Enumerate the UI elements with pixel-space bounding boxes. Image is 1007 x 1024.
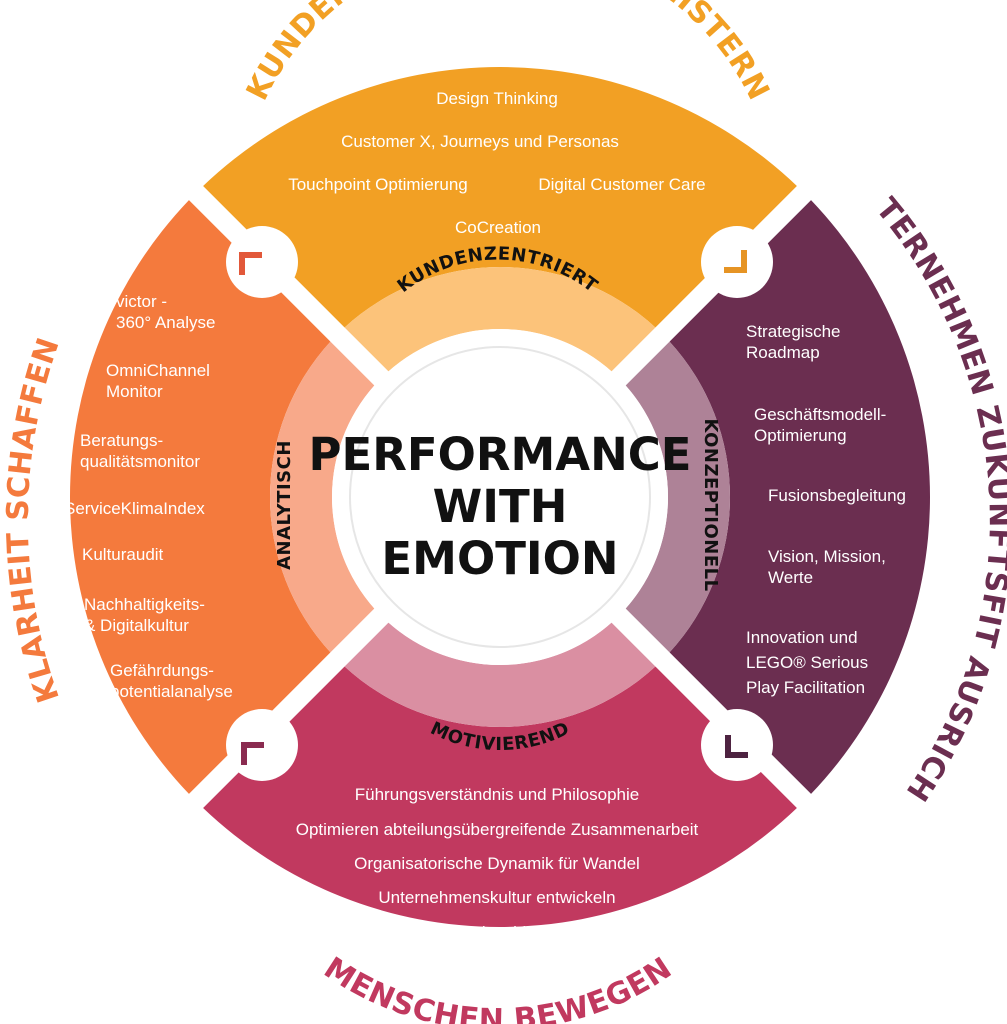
- arrow-corner-top-right-icon: [701, 226, 773, 298]
- bottom-item-4: Unternehmenskultur entwickeln: [378, 888, 615, 907]
- center-title-line-3: EMOTION: [381, 532, 618, 585]
- left-item-7: Gefährdungs-potentialanalyse: [110, 661, 233, 701]
- title-bottom: MENSCHEN BEWEGEN: [318, 951, 679, 1024]
- left-item-3: Beratungs-qualitätsmonitor: [80, 431, 200, 471]
- segment-bottom-inner: [344, 622, 656, 727]
- top-item-5: CoCreation: [455, 218, 541, 237]
- segment-bottom: [203, 622, 797, 927]
- inner-label-right: KONZEPTIONELL: [700, 418, 721, 591]
- left-item-4: ServiceKlimaIndex: [64, 499, 205, 518]
- segment-left-inner: [269, 341, 375, 653]
- arrow-corner-bottom-right-icon: [701, 709, 773, 781]
- bottom-item-1: Führungsverständnis und Philosophie: [355, 785, 639, 804]
- arrow-corner-top-left-icon: [226, 226, 298, 298]
- bottom-items: Führungsverständnis und Philosophie Opti…: [296, 785, 699, 942]
- segment-top-outer: [203, 67, 797, 328]
- segment-top-inner: [344, 267, 656, 372]
- right-item-2: Geschäftsmodell-Optimierung: [754, 405, 886, 445]
- top-item-2: Customer X, Journeys und Personas: [341, 132, 619, 151]
- bottom-item-3: Organisatorische Dynamik für Wandel: [354, 854, 640, 873]
- inner-label-left: ANALYTISCH: [274, 440, 295, 570]
- left-item-1: victor -360° Analyse: [116, 292, 215, 332]
- left-item-5: Kulturaudit: [82, 545, 164, 564]
- top-item-1: Design Thinking: [436, 89, 558, 108]
- left-item-6: Nachhaltigkeits-& Digitalkultur: [84, 595, 205, 635]
- bottom-item-2: Optimieren abteilungsübergreifende Zusam…: [296, 820, 699, 839]
- arrow-corner-bottom-left-icon: [226, 709, 298, 781]
- segment-right-outer: [669, 200, 931, 794]
- bottom-item-5: Employability: [447, 923, 548, 942]
- top-item-4: Digital Customer Care: [538, 175, 705, 194]
- segment-left-outer: [69, 200, 331, 794]
- segment-top: [203, 67, 797, 372]
- right-item-4: Vision, Mission,Werte: [768, 547, 886, 587]
- segment-right: [625, 200, 931, 794]
- title-left: KLARHEIT SCHAFFEN: [1, 333, 67, 707]
- segment-left: [69, 200, 375, 794]
- right-item-3: Fusionsbegleitung: [768, 486, 906, 505]
- top-item-3: Touchpoint Optimierung: [288, 175, 468, 194]
- center-title-line-1: PERFORMANCE: [308, 428, 691, 481]
- segment-bottom-outer: [203, 666, 797, 927]
- center-circle: [349, 346, 651, 648]
- top-items: Design Thinking Customer X, Journeys und…: [288, 89, 705, 237]
- center-title-line-2: WITH: [433, 480, 568, 533]
- segment-right-inner: [625, 341, 730, 653]
